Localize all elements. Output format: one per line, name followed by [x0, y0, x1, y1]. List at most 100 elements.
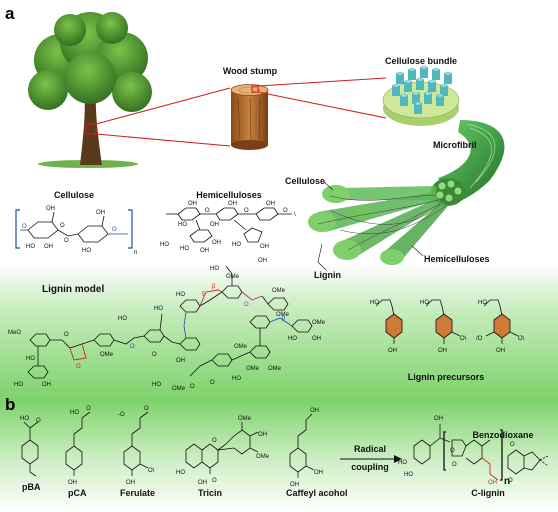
svg-text:β: β	[282, 316, 286, 322]
svg-text:HO: HO	[288, 336, 297, 342]
wood-stump-illustration	[230, 84, 269, 150]
svg-text:OMe: OMe	[272, 288, 286, 294]
zoom-line	[257, 91, 387, 119]
reaction-arrowhead	[394, 455, 402, 463]
tree-illustration	[28, 12, 152, 168]
cellulose-repeat-n: n	[134, 250, 137, 256]
cellulose-cylinder-top	[440, 84, 448, 88]
cellulose-cylinder-top	[416, 78, 424, 82]
svg-text:OMe: OMe	[246, 366, 260, 372]
svg-text:OH: OH	[126, 480, 135, 486]
svg-text:HO: HO	[70, 410, 79, 416]
stump-zoom-box	[251, 85, 259, 93]
svg-text:O: O	[112, 227, 117, 233]
svg-text:O: O	[60, 223, 65, 229]
wood-stump-label: Wood stump	[223, 66, 278, 76]
svg-text:HO: HO	[176, 470, 185, 476]
svg-text:OMe: OMe	[100, 352, 114, 358]
cellulose-cylinder	[400, 96, 408, 106]
svg-text:OMe: OMe	[226, 274, 240, 280]
svg-text:HO: HO	[180, 246, 189, 252]
svg-text:O: O	[152, 352, 157, 358]
cellulose-cylinders	[392, 66, 452, 114]
svg-text:OH: OH	[312, 336, 321, 342]
svg-text:HO: HO	[176, 292, 185, 298]
tricin-label: Tricin	[198, 488, 222, 498]
pointer-line	[411, 245, 424, 257]
svg-text:O: O	[283, 208, 288, 214]
svg-text:O: O	[244, 302, 249, 308]
tree-zoom-box	[85, 123, 97, 135]
svg-text:MeO: MeO	[8, 330, 21, 336]
cellulose-pointer-label: Cellulose	[285, 176, 325, 186]
hemicelluloses-title: Hemicelluloses	[196, 190, 262, 200]
svg-text:O: O	[452, 462, 457, 468]
svg-text:OMe: OMe	[276, 312, 290, 318]
svg-text:HO: HO	[232, 242, 241, 248]
benzodioxane-label: Benzodioxane	[472, 430, 533, 440]
svg-text:O: O	[64, 238, 69, 244]
svg-text:OH: OH	[46, 206, 55, 212]
svg-text:OMe: OMe	[268, 366, 282, 372]
cellulose-cylinder	[396, 74, 404, 84]
svg-text:O\: O\	[460, 336, 467, 342]
svg-text:HO: HO	[118, 316, 127, 322]
cellulose-cylinder-top	[432, 68, 440, 72]
p-coumaryl-alcohol: HO OH	[370, 299, 403, 354]
microfibril-label: Microfibril	[433, 140, 477, 150]
cellulose-cylinder	[428, 82, 436, 92]
svg-text:OH: OH	[258, 432, 267, 438]
svg-text:OH: OH	[488, 480, 497, 486]
lignin-model-structure: MeO HO HO OH O O OMe O O HO HO HO OMe 5 …	[8, 265, 326, 392]
svg-text:OH: OH	[176, 358, 185, 364]
svg-text:OH: OH	[266, 201, 275, 207]
svg-text:OH: OH	[258, 258, 267, 264]
svg-text:OH: OH	[210, 222, 219, 228]
svg-text:/O: /O	[476, 336, 483, 342]
svg-text:HO: HO	[404, 472, 413, 478]
svg-text:OMe: OMe	[238, 416, 252, 422]
svg-text:HO: HO	[398, 460, 407, 466]
c-lignin-repeat-n: n	[504, 476, 510, 487]
zoom-line	[95, 87, 231, 125]
zoom-line	[257, 77, 387, 87]
svg-text:OH: OH	[212, 240, 221, 246]
c-lignin-structure: OH HO HO O O OH O O	[398, 416, 549, 486]
svg-text:O: O	[205, 208, 210, 214]
cellulose-cylinder-top	[436, 94, 444, 98]
panel-a-label: a	[5, 4, 15, 23]
svg-text:OH: OH	[44, 244, 53, 250]
svg-text:O: O	[76, 364, 81, 370]
svg-text:O: O	[212, 438, 217, 444]
cellulose-cylinder-top	[408, 68, 416, 72]
svg-text:O: O	[244, 208, 249, 214]
svg-text:OH: OH	[200, 248, 209, 254]
arrow-label-bottom: coupling	[351, 462, 389, 472]
svg-text:OH: OH	[496, 348, 505, 354]
pointer-line	[323, 181, 334, 191]
cellulose-cylinder	[414, 104, 422, 114]
svg-text:OMe: OMe	[312, 320, 326, 326]
svg-text:OH: OH	[96, 210, 105, 216]
svg-text:HO: HO	[420, 300, 429, 306]
cellulose-structure: OH OH HO OH HO O O O O	[15, 206, 133, 254]
cellulose-cylinder-top	[404, 80, 412, 84]
pba-structure: HO O	[20, 416, 41, 477]
caffeyl-alcohol-structure: OH OH OH	[289, 408, 323, 488]
microfibril-illustration	[308, 120, 505, 265]
sinapyl-alcohol: HO OH O\ /O	[476, 299, 525, 354]
svg-text:OH: OH	[438, 348, 447, 354]
pba-label: pBA	[22, 482, 41, 492]
svg-text:O: O	[510, 442, 515, 448]
svg-text:OH: OH	[434, 416, 443, 422]
tricin-structure: HO OH O OMe OH OMe O	[176, 416, 270, 486]
cellulose-cylinder-top	[424, 92, 432, 96]
cellulose-cylinder	[440, 86, 448, 96]
hemicelluloses-pointer-label: Hemicelluloses	[424, 254, 490, 264]
pca-structure: O HO OH	[65, 406, 91, 486]
cellulose-cylinder	[444, 74, 452, 84]
lignin-background-band	[0, 262, 558, 400]
cellulose-cylinder	[408, 70, 416, 80]
svg-text:HO: HO	[370, 300, 379, 306]
